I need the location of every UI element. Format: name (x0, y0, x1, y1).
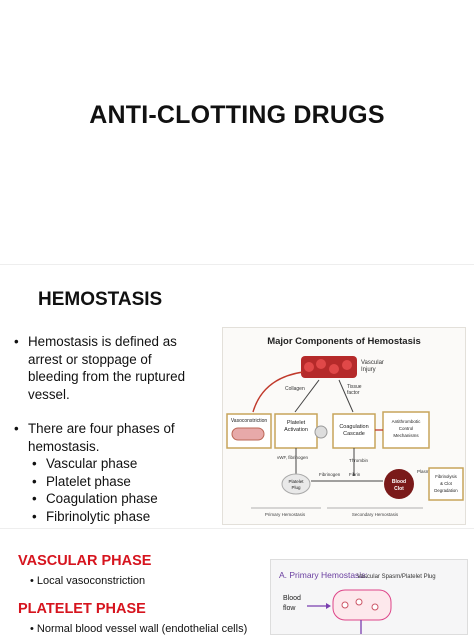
svg-text:Coagulation: Coagulation (339, 424, 368, 430)
svg-text:Fibrinolysis: Fibrinolysis (435, 474, 457, 479)
vessel-image (332, 589, 392, 621)
svg-text:flow: flow (283, 605, 296, 612)
svg-text:Platelet: Platelet (287, 420, 306, 426)
svg-text:Blood: Blood (283, 595, 301, 602)
svg-text:Degradation: Degradation (434, 488, 458, 493)
svg-text:Vascular Spasm/Platelet Plug: Vascular Spasm/Platelet Plug (357, 574, 436, 580)
svg-text:Plug: Plug (291, 485, 301, 490)
bullet-text-line: arrest or stoppage of (28, 351, 152, 367)
svg-text:Activation: Activation (284, 427, 308, 433)
svg-text:Blood: Blood (392, 479, 406, 485)
svg-text:Tissue: Tissue (347, 384, 362, 390)
diagram-title: Major Components of Hemostasis (267, 336, 421, 347)
svg-text:Fibrinogen: Fibrinogen (319, 472, 341, 477)
primary-hemostasis-image: A. Primary Hemostasis: Vascular Spasm/Pl… (270, 559, 468, 635)
vessel-injury-image (301, 356, 357, 378)
svg-text:A. Primary Hemostasis:: A. Primary Hemostasis: (279, 570, 368, 580)
svg-text:& Clot: & Clot (440, 481, 453, 486)
svg-text:Secondary Hemostasis: Secondary Hemostasis (352, 512, 399, 517)
title-slide: ANTI-CLOTTING DRUGS (0, 0, 474, 262)
svg-text:Fibrin: Fibrin (349, 472, 361, 477)
sub-bullet-platelet: •Platelet phase (32, 473, 131, 489)
svg-text:vWF, fibrinogen: vWF, fibrinogen (277, 455, 309, 460)
svg-text:Mechanisms: Mechanisms (393, 433, 419, 438)
platelet-phase-item: • Normal blood vessel wall (endothelial … (30, 623, 248, 635)
svg-text:Vascular: Vascular (361, 360, 384, 366)
vascular-phase-heading: VASCULAR PHASE (18, 553, 152, 569)
bullet-phases: • There are four phases of hemostasis. (14, 420, 214, 455)
coagulation-cascade-box (332, 413, 376, 449)
platelet-phase-heading: PLATELET PHASE (18, 601, 146, 617)
sub-bullet-coagulation: •Coagulation phase (32, 491, 158, 506)
bullet-text-line: Hemostasis is defined as (28, 334, 177, 349)
bullet-text-line: hemostasis. (28, 438, 100, 454)
svg-text:Injury: Injury (361, 367, 376, 373)
svg-text:Vasoconstriction: Vasoconstriction (231, 418, 268, 424)
bullet-text-line: vessel. (28, 386, 70, 402)
bullet-definition: • Hemostasis is defined as arrest or sto… (14, 333, 214, 403)
bullet-text-line: There are four phases of (28, 421, 175, 436)
bullet-list: • Hemostasis is defined as arrest or sto… (14, 333, 214, 525)
phases-slide: VASCULAR PHASE • Local vasoconstriction … (0, 528, 474, 635)
svg-text:Collagen: Collagen (285, 386, 305, 392)
svg-text:Antithrombotic: Antithrombotic (392, 419, 422, 424)
sub-bullet-fibrinolytic: •Fibrinolytic phase (32, 508, 151, 524)
slide-title: ANTI-CLOTTING DRUGS (89, 101, 385, 129)
bullet-dot: • (14, 334, 19, 349)
svg-text:factor: factor (347, 390, 360, 396)
svg-text:Cascade: Cascade (343, 431, 365, 437)
svg-text:Platelet: Platelet (288, 479, 304, 484)
svg-text:Primary Hemostasis: Primary Hemostasis (265, 512, 306, 517)
bullet-dot: • (14, 421, 19, 436)
sub-bullet-vascular: •Vascular phase (32, 456, 138, 471)
svg-text:Plasmin: Plasmin (417, 469, 434, 474)
platelet-plug-image (281, 473, 311, 495)
svg-text:Clot: Clot (394, 486, 404, 492)
hemostasis-slide: HEMOSTASIS • Hemostasis is defined as ar… (0, 264, 474, 527)
bullet-text-line: bleeding from the ruptured (28, 369, 186, 384)
blood-clot-image (384, 469, 414, 499)
vascular-phase-item: • Local vasoconstriction (30, 575, 146, 587)
slide-heading: HEMOSTASIS (38, 289, 163, 310)
hemostasis-diagram: Major Components of Hemostasis Vascular … (222, 327, 466, 525)
svg-text:Control: Control (399, 426, 414, 431)
fibrinolysis-box (428, 467, 464, 501)
svg-text:Thrombin: Thrombin (349, 458, 369, 463)
